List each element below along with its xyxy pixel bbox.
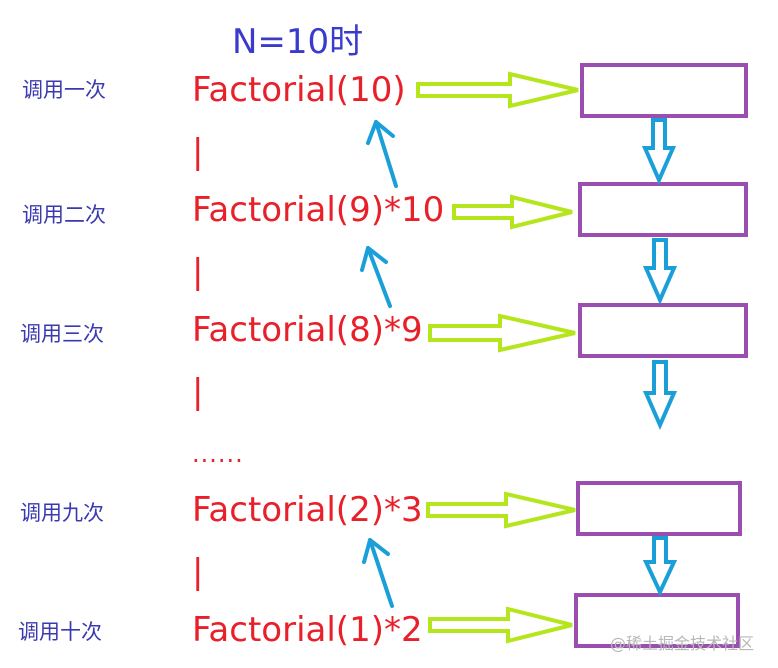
expression-3: Factorial(8)*9 xyxy=(192,310,423,350)
green-arrow-1 xyxy=(416,71,579,109)
ellipsis: ...... xyxy=(192,440,244,468)
blue-down-arrow-3 xyxy=(642,360,678,430)
call-label-10: 调用十次 xyxy=(18,620,102,644)
call-label-1: 调用一次 xyxy=(22,78,106,102)
expression-9: Factorial(2)*3 xyxy=(192,490,423,530)
call-label-2: 调用二次 xyxy=(22,203,106,227)
call-label-9: 调用九次 xyxy=(20,501,104,525)
blue-down-arrow-2 xyxy=(642,238,678,305)
separator-1: | xyxy=(192,132,204,172)
result-box-9 xyxy=(576,481,742,536)
green-arrow-10 xyxy=(428,606,573,644)
separator-4: | xyxy=(192,552,204,592)
expression-2: Factorial(9)*10 xyxy=(192,190,445,230)
blue-down-arrow-4 xyxy=(642,536,678,597)
result-box-3 xyxy=(578,303,748,358)
return-arrow-3 xyxy=(362,538,394,608)
return-arrow-2 xyxy=(360,246,392,308)
blue-down-arrow-1 xyxy=(641,118,677,185)
separator-3: | xyxy=(192,372,204,412)
separator-2: | xyxy=(192,252,204,292)
return-arrow-1 xyxy=(366,120,398,188)
result-box-2 xyxy=(578,182,748,237)
watermark: @稀土掘金技术社区 xyxy=(610,634,755,653)
green-arrow-3 xyxy=(428,313,576,353)
expression-1: Factorial(10) xyxy=(192,70,406,110)
result-box-10 xyxy=(574,593,740,648)
green-arrow-2 xyxy=(452,194,573,230)
diagram-title: N=10时 xyxy=(232,22,364,62)
expression-10: Factorial(1)*2 xyxy=(192,610,423,650)
green-arrow-9 xyxy=(426,491,576,529)
call-label-3: 调用三次 xyxy=(20,322,104,346)
result-box-1 xyxy=(580,63,748,118)
